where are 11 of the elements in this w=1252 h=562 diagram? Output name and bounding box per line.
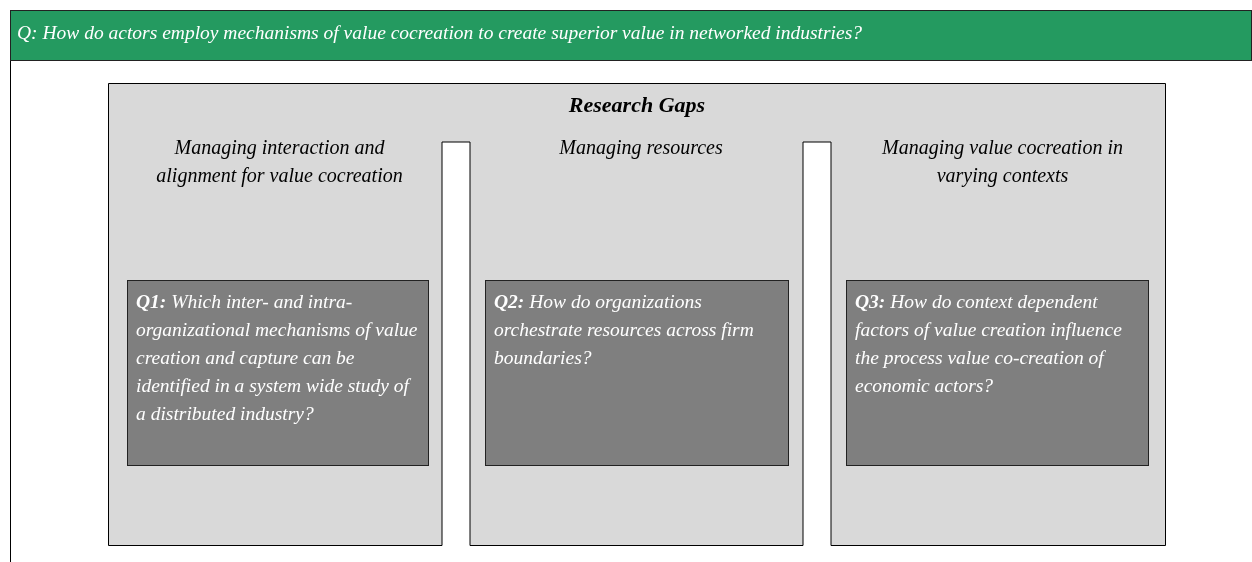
research-question-box (846, 280, 1149, 466)
panel-heading: Research Gaps (567, 92, 707, 118)
column-heading: Managing resources (558, 135, 724, 161)
question-text: Q3: How do context dependent factors of value creation influence the process value co-creation of economic actors? (855, 290, 1123, 398)
question-text: Q2: How do organizations orchestrate resources across firm boundaries? (494, 290, 755, 370)
question-banner: Q: How do actors employ mechanisms of value cocreation to create superior value in networked industries? (10, 10, 1252, 61)
column-heading: Managing interaction and alignment for value cocreation (155, 135, 404, 189)
research-question-box (485, 280, 789, 466)
research-question-box (127, 280, 429, 466)
question-text: Q1: Which inter- and intra-organizational mechanisms of value creation and capture can be identified in a system wide study of a distributed industry? (136, 290, 419, 426)
column-heading: Managing value cocreation in varying contexts (881, 135, 1124, 189)
